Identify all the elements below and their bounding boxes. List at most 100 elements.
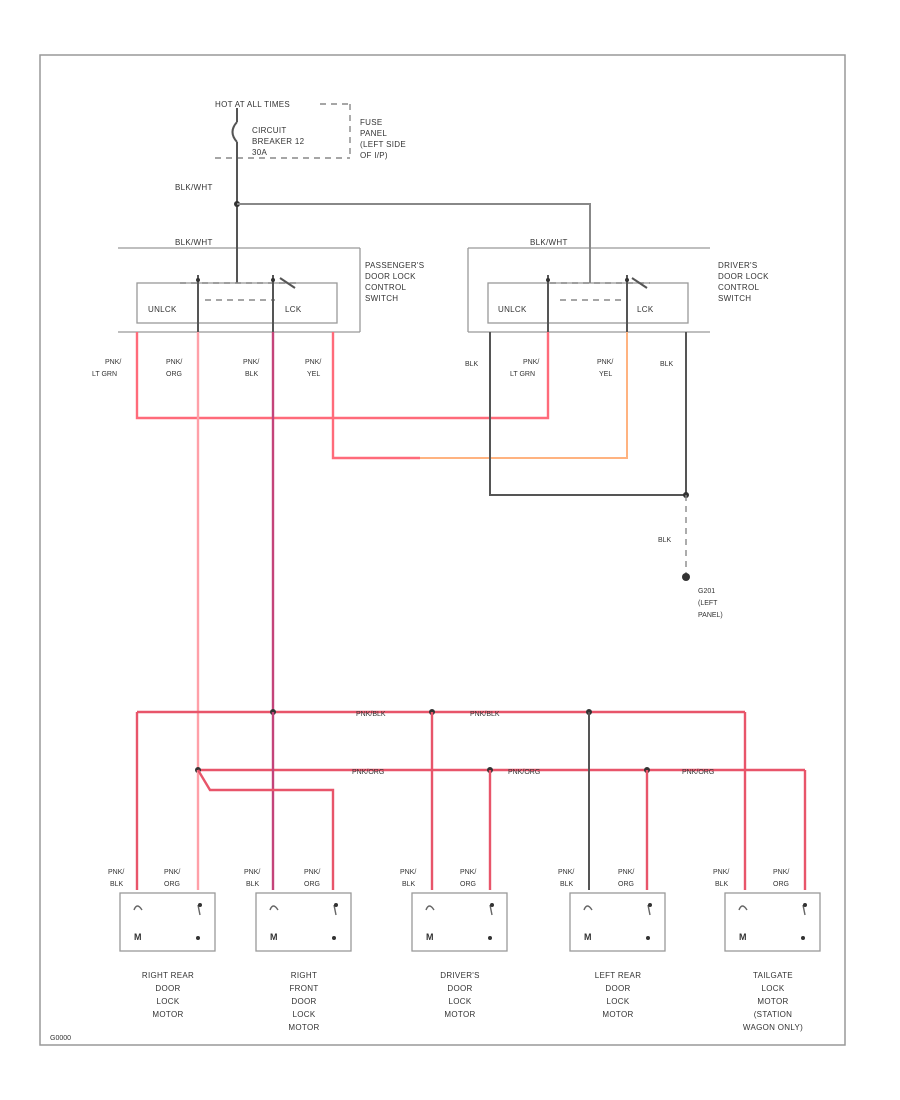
motor-left-terminal-icon xyxy=(425,905,435,911)
svg-text:YEL: YEL xyxy=(307,371,320,378)
passenger-switch-pin-labels: PNK/ LT GRN PNK/ ORG PNK/ BLK PNK/ YEL xyxy=(92,359,321,378)
upper-bus-label-2: PNK/BLK xyxy=(470,711,500,718)
svg-text:PNK/: PNK/ xyxy=(244,869,260,876)
svg-text:PNK/: PNK/ xyxy=(243,359,259,366)
svg-text:PNK/: PNK/ xyxy=(460,869,476,876)
svg-text:PNK/: PNK/ xyxy=(618,869,634,876)
svg-text:PNK/: PNK/ xyxy=(108,869,124,876)
svg-text:LT GRN: LT GRN xyxy=(92,371,117,378)
svg-text:PNK/: PNK/ xyxy=(713,869,729,876)
svg-text:PASSENGER'S: PASSENGER'S xyxy=(365,261,424,270)
diagram-frame xyxy=(39,54,846,1046)
svg-text:BLK: BLK xyxy=(110,881,124,888)
svg-text:UNLCK: UNLCK xyxy=(148,305,177,314)
svg-text:DOOR: DOOR xyxy=(291,997,316,1006)
motor-label: RIGHT REAR DOOR LOCK MOTOR xyxy=(142,971,194,1019)
svg-text:PNK/: PNK/ xyxy=(164,869,180,876)
svg-text:LOCK: LOCK xyxy=(607,997,630,1006)
fuse-panel-label: FUSE PANEL (LEFT SIDE OF I/P) xyxy=(360,118,406,160)
motor-label: LEFT REAR DOOR LOCK MOTOR xyxy=(595,971,642,1019)
svg-text:PANEL): PANEL) xyxy=(698,612,723,619)
svg-text:LEFT REAR: LEFT REAR xyxy=(595,971,642,980)
passenger-switch-title: PASSENGER'S DOOR LOCK CONTROL SWITCH xyxy=(365,261,424,303)
svg-text:LT GRN: LT GRN xyxy=(510,371,535,378)
feed-wire-label: BLK/WHT xyxy=(175,183,213,192)
svg-text:CONTROL: CONTROL xyxy=(365,283,406,292)
motor-symbol: M xyxy=(584,932,592,942)
svg-text:PNK/: PNK/ xyxy=(305,359,321,366)
svg-text:LOCK: LOCK xyxy=(293,1010,316,1019)
svg-text:PNK/: PNK/ xyxy=(304,869,320,876)
motor-right-terminal-icon xyxy=(647,904,651,916)
svg-text:LCK: LCK xyxy=(285,305,302,314)
svg-text:G201: G201 xyxy=(698,588,715,595)
motor-right-terminal-icon xyxy=(802,904,806,916)
svg-text:(STATION: (STATION xyxy=(754,1010,793,1019)
svg-text:CONTROL: CONTROL xyxy=(718,283,759,292)
lock-motor-tailgate: PNK/ BLK PNK/ ORG M TAILGATE LOCK MOTOR … xyxy=(713,869,821,1032)
svg-text:DOOR: DOOR xyxy=(605,984,630,993)
svg-text:PNK/: PNK/ xyxy=(105,359,121,366)
power-feed: HOT AT ALL TIMES FUSE PANEL (LEFT SIDE O… xyxy=(175,100,591,240)
motor-right-terminal-icon xyxy=(197,904,201,916)
svg-text:UNLCK: UNLCK xyxy=(498,305,527,314)
svg-text:30A: 30A xyxy=(252,148,267,157)
svg-text:DRIVER'S: DRIVER'S xyxy=(718,261,758,270)
motor-left-terminal-icon xyxy=(269,905,279,911)
svg-text:PNK/: PNK/ xyxy=(597,359,613,366)
svg-text:ORG: ORG xyxy=(618,881,634,888)
svg-text:RIGHT: RIGHT xyxy=(291,971,317,980)
ground-point-icon xyxy=(682,573,690,581)
svg-text:MOTOR: MOTOR xyxy=(602,1010,633,1019)
svg-text:DRIVER'S: DRIVER'S xyxy=(440,971,480,980)
svg-text:BLK: BLK xyxy=(465,361,479,368)
motor-label: RIGHT FRONT DOOR LOCK MOTOR xyxy=(288,971,319,1032)
svg-text:ORG: ORG xyxy=(773,881,789,888)
svg-text:PNK/: PNK/ xyxy=(773,869,789,876)
ground-wire-label: BLK xyxy=(658,537,672,544)
svg-text:(LEFT SIDE: (LEFT SIDE xyxy=(360,140,406,149)
motor-symbol: M xyxy=(134,932,142,942)
svg-text:FRONT: FRONT xyxy=(289,984,318,993)
svg-text:BLK: BLK xyxy=(245,371,259,378)
motor-left-terminal-icon xyxy=(738,905,748,911)
svg-text:BLK: BLK xyxy=(560,881,574,888)
svg-text:LOCK: LOCK xyxy=(449,997,472,1006)
lower-bus-label-1: PNK/ORG xyxy=(352,769,384,776)
svg-text:LOCK: LOCK xyxy=(762,984,785,993)
svg-text:PANEL: PANEL xyxy=(360,129,387,138)
motor-left-terminal-icon xyxy=(583,905,593,911)
svg-text:LOCK: LOCK xyxy=(157,997,180,1006)
driver-switch-pin-labels: BLK PNK/ LT GRN PNK/ YEL BLK xyxy=(465,359,674,378)
svg-text:ORG: ORG xyxy=(304,881,320,888)
svg-text:MOTOR: MOTOR xyxy=(444,1010,475,1019)
svg-text:DOOR: DOOR xyxy=(155,984,180,993)
svg-text:BLK/WHT: BLK/WHT xyxy=(175,238,213,247)
svg-text:BLK: BLK xyxy=(715,881,729,888)
svg-text:OF I/P): OF I/P) xyxy=(360,151,388,160)
svg-text:BLK: BLK xyxy=(246,881,260,888)
driver-switch-title: DRIVER'S DOOR LOCK CONTROL SWITCH xyxy=(718,261,769,303)
svg-text:RIGHT REAR: RIGHT REAR xyxy=(142,971,194,980)
switch-interconnect-wires: BLK G201 (LEFT PANEL) xyxy=(135,332,723,770)
svg-text:PNK/: PNK/ xyxy=(400,869,416,876)
passenger-door-lock-switch: BLK/WHT UNLCK LCK PASSENGER'S DOOR LOCK … xyxy=(92,238,424,378)
lower-bus-label-2: PNK/ORG xyxy=(508,769,540,776)
circuit-breaker-label: CIRCUIT BREAKER 12 30A xyxy=(252,126,304,157)
svg-text:DOOR: DOOR xyxy=(447,984,472,993)
motor-symbol: M xyxy=(426,932,434,942)
lower-bus-label-3: PNK/ORG xyxy=(682,769,714,776)
svg-text:SWITCH: SWITCH xyxy=(365,294,398,303)
svg-text:CIRCUIT: CIRCUIT xyxy=(252,126,287,135)
motor-label: DRIVER'S DOOR LOCK MOTOR xyxy=(440,971,480,1019)
svg-text:PNK/: PNK/ xyxy=(558,869,574,876)
circuit-breaker-icon xyxy=(231,121,238,143)
svg-text:WAGON ONLY): WAGON ONLY) xyxy=(743,1023,803,1032)
svg-text:MOTOR: MOTOR xyxy=(288,1023,319,1032)
svg-text:BLK: BLK xyxy=(660,361,674,368)
svg-text:(LEFT: (LEFT xyxy=(698,600,718,607)
svg-text:BLK/WHT: BLK/WHT xyxy=(530,238,568,247)
svg-text:LCK: LCK xyxy=(637,305,654,314)
svg-text:ORG: ORG xyxy=(164,881,180,888)
